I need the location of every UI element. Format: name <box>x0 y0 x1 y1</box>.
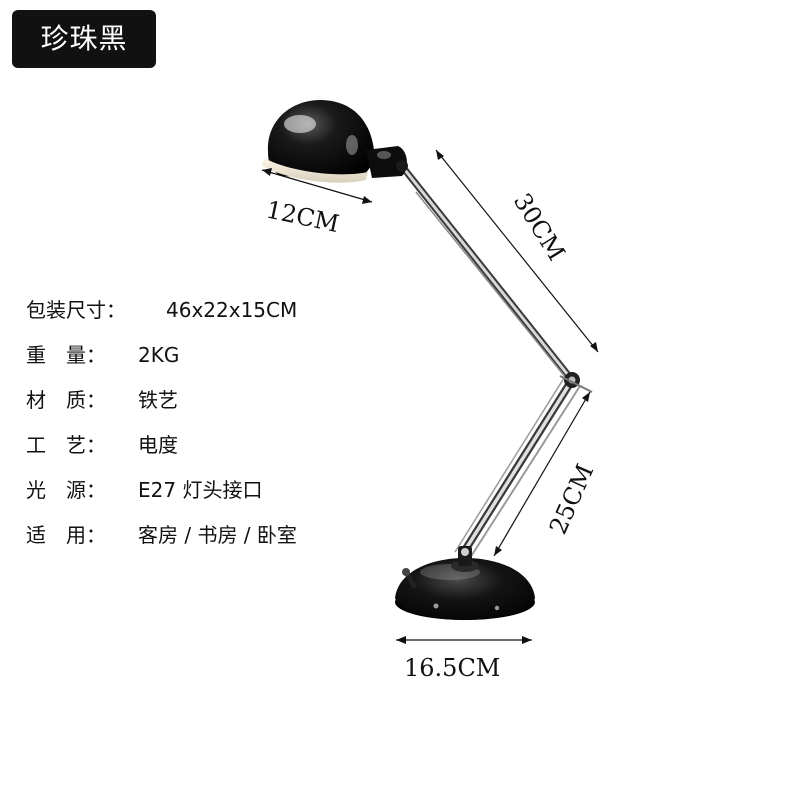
switch-knob <box>402 568 417 589</box>
color-name-badge: 珍珠黑 <box>12 10 156 68</box>
shade-width-label: 12CM <box>264 195 342 238</box>
spec-label: 适 用： <box>26 523 106 547</box>
spec-value: 2KG <box>138 343 180 367</box>
spec-value: 电度 <box>138 433 178 457</box>
upper-arm <box>401 166 576 384</box>
spec-row-package-size: 包装尺寸： 46x22x15CM <box>26 288 386 333</box>
spec-row-material: 材 质： 铁艺 <box>26 378 386 423</box>
upper-arm-label: 30CM <box>508 188 571 265</box>
spec-list: 包装尺寸： 46x22x15CM 重 量： 2KG 材 质： 铁艺 工 艺： 电度 光 … <box>26 288 386 558</box>
spec-row-usage: 适 用： 客房 / 书房 / 卧室 <box>26 513 386 558</box>
upper-arm-dimension: 30CM <box>435 149 599 353</box>
lower-arm-label: 25CM <box>544 460 599 539</box>
spec-label: 材 质： <box>26 388 106 412</box>
spec-label: 包装尺寸： <box>26 298 126 322</box>
lower-arm <box>454 376 581 559</box>
spec-value: 铁艺 <box>138 388 178 412</box>
elbow-joint <box>559 372 593 393</box>
lamp-base <box>395 546 535 620</box>
base-width-dimension: 16.5CM <box>396 636 532 682</box>
lamp-shade <box>262 100 408 183</box>
spec-label: 工 艺： <box>26 433 106 457</box>
base-width-label: 16.5CM <box>404 654 500 682</box>
spec-row-weight: 重 量： 2KG <box>26 333 386 378</box>
spec-value: E27 灯头接口 <box>138 478 263 502</box>
spec-row-craft: 工 艺： 电度 <box>26 423 386 468</box>
spec-value: 客房 / 书房 / 卧室 <box>138 523 297 547</box>
spec-label: 重 量： <box>26 343 106 367</box>
spec-label: 光 源： <box>26 478 106 502</box>
spec-row-light-source: 光 源： E27 灯头接口 <box>26 468 386 513</box>
spec-value: 46x22x15CM <box>166 298 298 322</box>
